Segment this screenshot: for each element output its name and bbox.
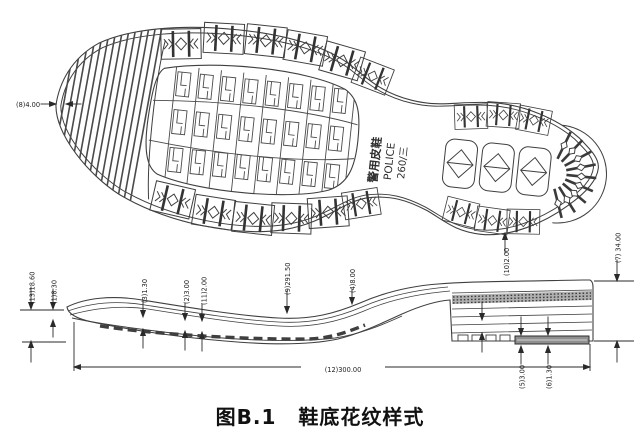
brand-line-police: POLICE xyxy=(382,142,398,181)
sole-outline-outer xyxy=(55,26,599,236)
figure-caption-prefix: 图B.1 xyxy=(215,405,277,429)
heel-hatch-dots xyxy=(452,292,592,304)
side-tread-dashes xyxy=(99,323,366,341)
dimension-reference-lines xyxy=(20,280,634,371)
dim-label-8: (8)4.00 xyxy=(16,101,40,109)
dim-label-12: (12)300.00 xyxy=(325,366,362,374)
dim-label-10: (10)2.00 xyxy=(503,248,511,276)
dim-label-5: (5)3.00 xyxy=(519,365,527,389)
dim-label-4: (4)8.00 xyxy=(349,269,357,293)
side-contour-line-2 xyxy=(69,290,451,327)
sole-brand-text: 警用皮鞋 POLICE 260/三 xyxy=(365,136,410,185)
brand-line-cn: 警用皮鞋 xyxy=(365,136,384,185)
side-profile-outline xyxy=(66,279,594,345)
dim-label-6: (6)1.30 xyxy=(546,365,554,389)
dim-label-1: (1)8.30 xyxy=(51,280,59,304)
dim-label-11: (11)2.00 xyxy=(201,277,209,305)
dimension-arrows xyxy=(27,100,621,371)
toe-stripe-boundary xyxy=(147,40,166,200)
figure-caption-title: 鞋底花纹样式 xyxy=(298,405,425,429)
side-contour-line-1 xyxy=(67,286,449,323)
sole-outline-inner xyxy=(60,32,594,231)
dimension-labels: (8)4.00 (13)18.60 (1)8.30 (3)1.30 (2)3.0… xyxy=(16,101,623,389)
dim-label-9: (9)291.50 xyxy=(284,263,292,295)
figure-caption: 图B.1 鞋底花纹样式 xyxy=(0,401,640,430)
sole-top-view: 警用皮鞋 POLICE 260/三 xyxy=(44,18,607,236)
perimeter-block-tread xyxy=(149,21,553,236)
dim-label-2: (2)3.00 xyxy=(183,280,191,304)
dim-label-13: (13)18.60 xyxy=(29,272,37,304)
brand-line-size: 260/三 xyxy=(396,146,410,179)
forefoot-field-outline xyxy=(145,64,360,196)
dim-label-7: (7) 34.00 xyxy=(615,233,623,263)
toe-stripe-tread xyxy=(44,18,163,212)
forefoot-grid-tread xyxy=(148,65,358,205)
dim-label-3: (3)1.30 xyxy=(141,279,149,303)
heel-tread xyxy=(441,124,607,224)
